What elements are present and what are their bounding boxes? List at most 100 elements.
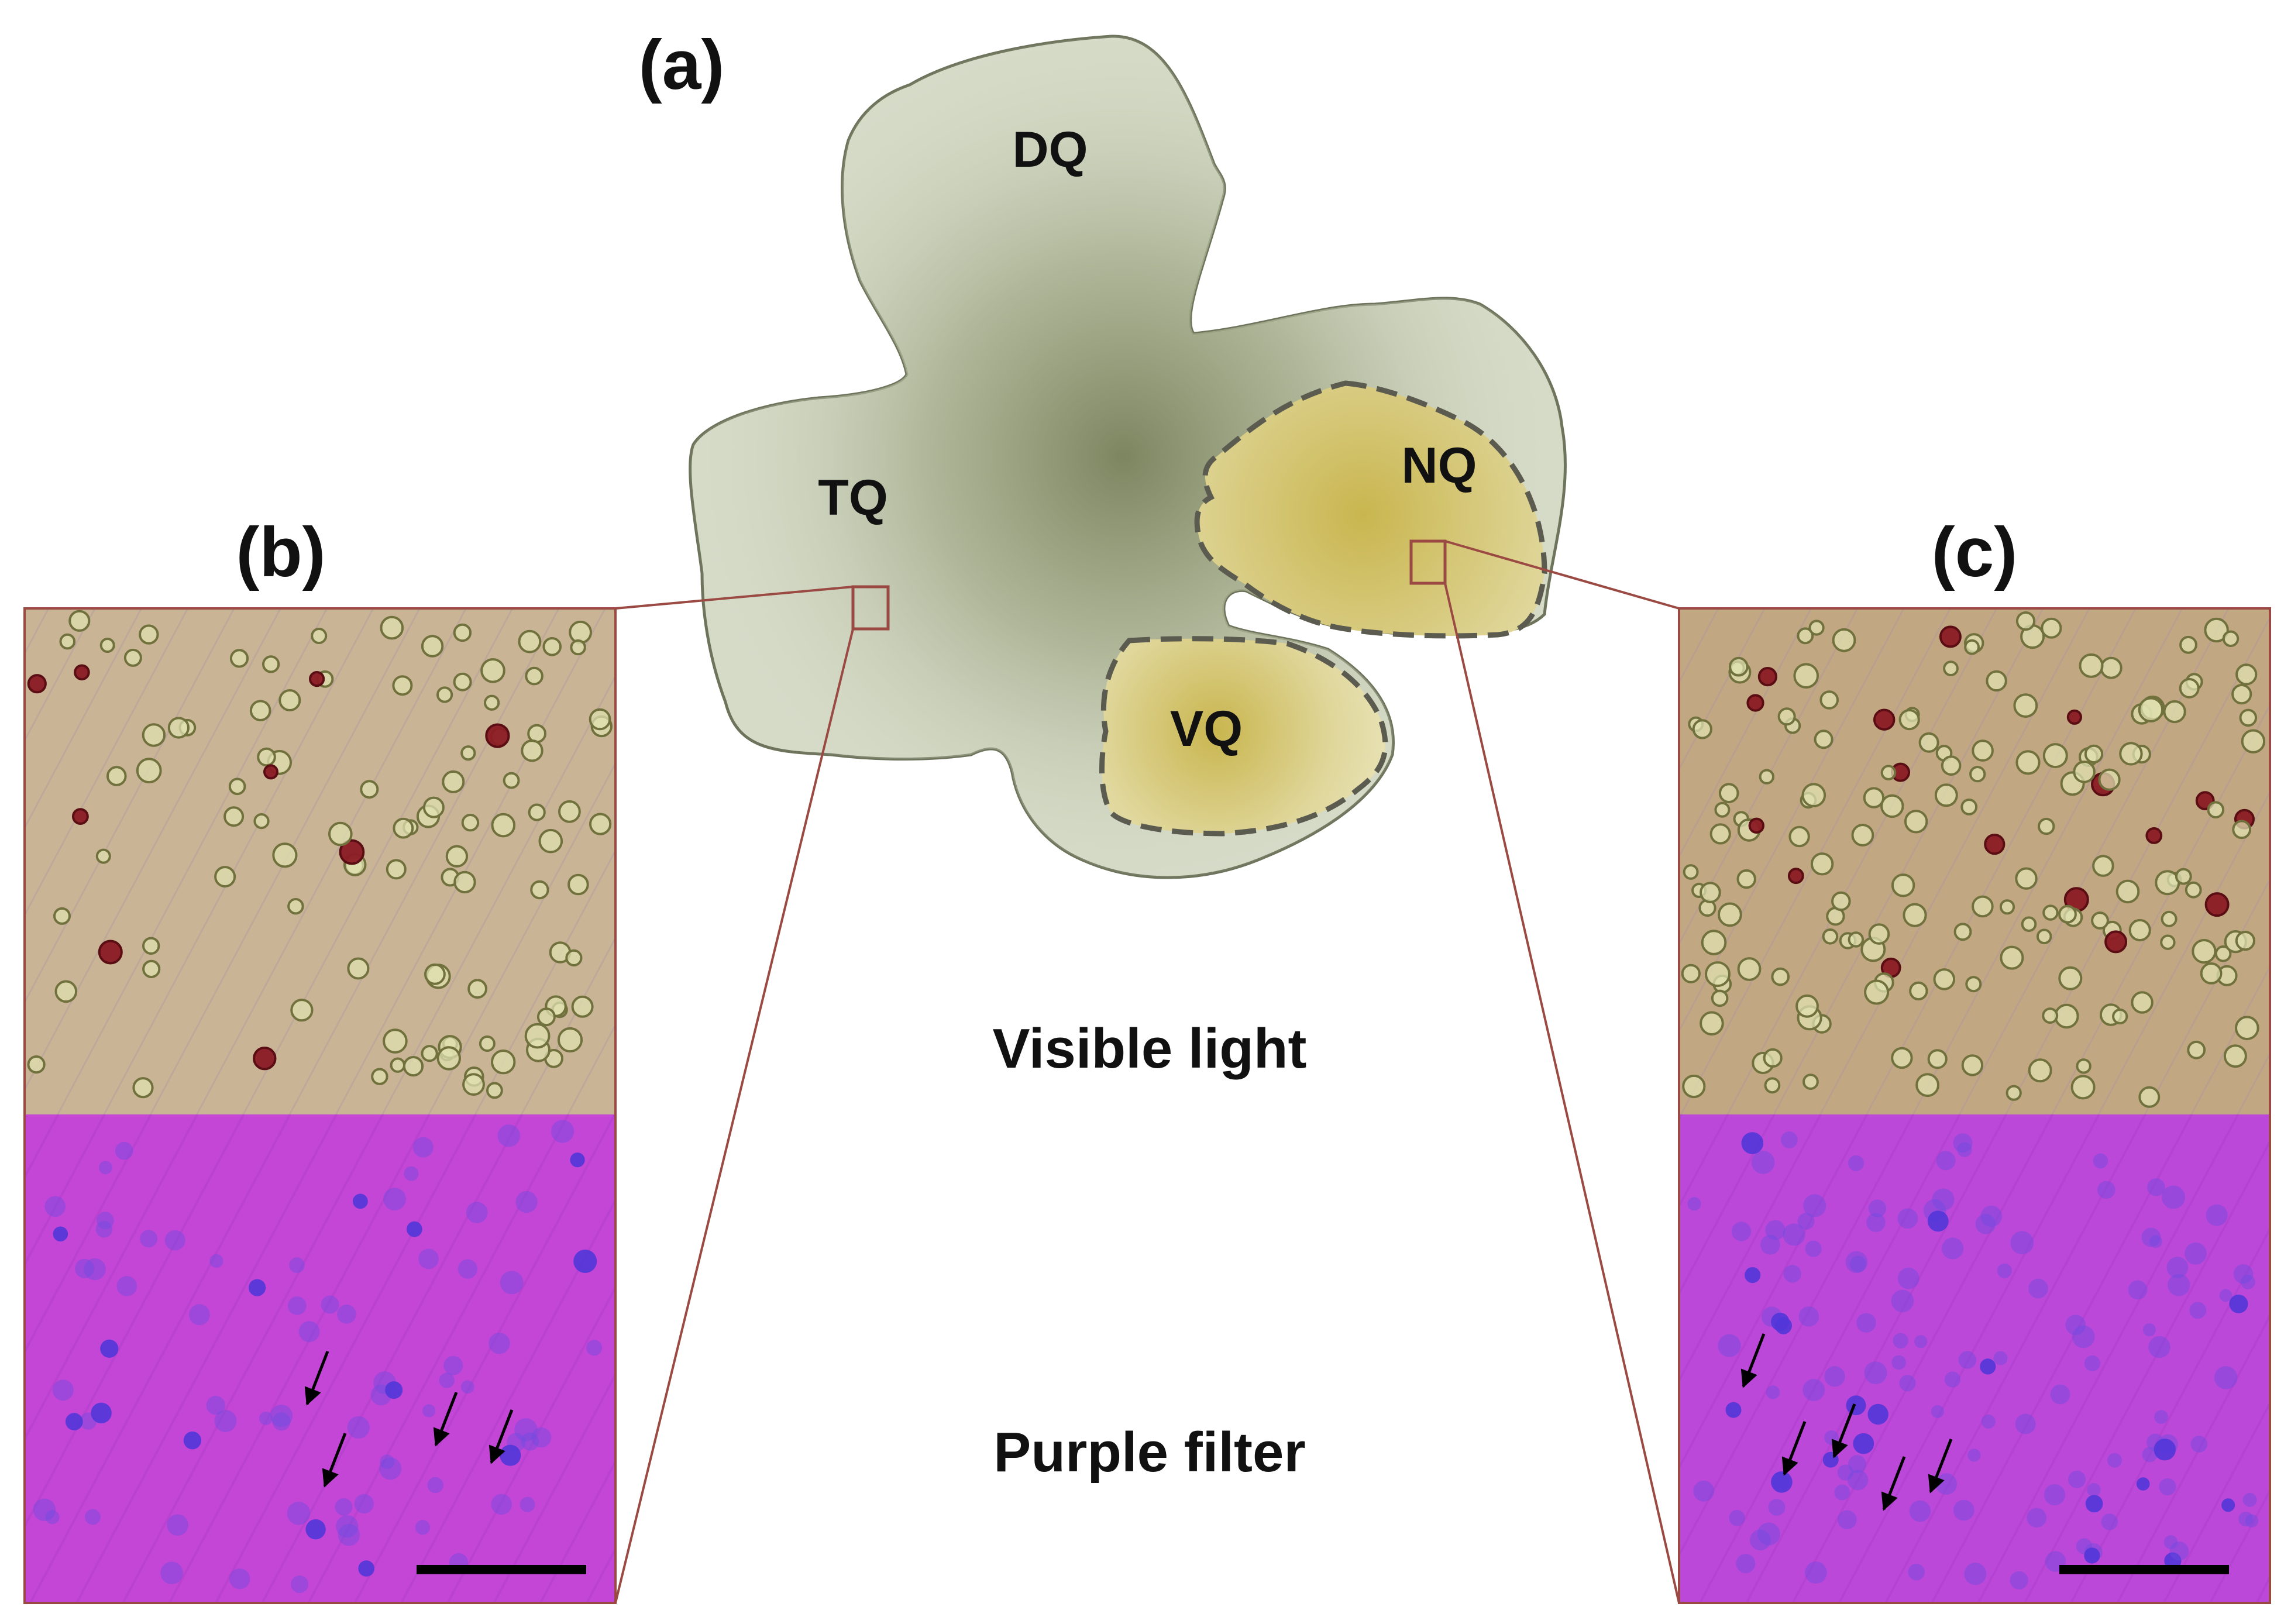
cell: [2166, 1257, 2189, 1279]
zoom-connectors: [614, 540, 1680, 1604]
cell: [53, 1226, 68, 1242]
cell: [1781, 1131, 1798, 1148]
cell: [2223, 1044, 2247, 1068]
micrograph-b-visible-cells: [27, 610, 613, 1099]
arrow: [1928, 1439, 1953, 1494]
cell: [567, 873, 589, 896]
cell: [1745, 1267, 1761, 1284]
cell: [52, 1379, 74, 1401]
cell: [2159, 1478, 2176, 1496]
cell: [1832, 628, 1856, 652]
cell: [1981, 1414, 1996, 1429]
cell: [525, 666, 543, 686]
cell: [531, 1427, 552, 1448]
cell: [2093, 1153, 2108, 1169]
cell: [1898, 709, 1920, 731]
arrow: [489, 1409, 514, 1464]
cell: [1909, 981, 1928, 1001]
nq-sample-box: [1409, 539, 1447, 585]
cell: [288, 1296, 307, 1315]
cell: [424, 963, 446, 985]
cell: [123, 648, 142, 667]
cell: [1931, 1405, 1944, 1418]
cell: [1834, 1484, 1850, 1501]
cell: [2136, 1477, 2150, 1491]
cell: [1718, 1334, 1741, 1357]
cell: [1957, 1142, 1972, 1157]
cell: [2006, 1085, 2022, 1101]
cell: [2100, 656, 2123, 679]
cell: [1965, 976, 1982, 993]
cell: [142, 723, 166, 747]
cell: [336, 1515, 359, 1538]
cell: [354, 1494, 374, 1514]
cell: [1802, 1074, 1819, 1090]
cell: [100, 1339, 119, 1358]
region-label-dq: DQ: [1013, 122, 1088, 178]
cell: [1880, 794, 1904, 818]
connector-c-top: [1444, 540, 1680, 610]
cell: [383, 1028, 408, 1054]
cell: [515, 1191, 538, 1213]
cell: [1909, 1500, 1931, 1522]
cell: [347, 957, 370, 980]
cell: [2128, 918, 2151, 942]
cell: [106, 766, 127, 786]
cell: [1729, 656, 1749, 677]
cell: [1777, 707, 1796, 726]
cell: [570, 1152, 585, 1168]
cell: [371, 1068, 388, 1085]
cell: [2242, 1492, 2257, 1507]
cell: [558, 800, 581, 823]
cell: [1849, 1255, 1866, 1272]
cell: [2042, 1007, 2059, 1024]
cell: [1958, 1351, 1976, 1369]
cell: [1897, 1267, 1920, 1289]
cell: [1868, 1199, 1887, 1217]
cell: [2163, 700, 2186, 724]
cell: [206, 1396, 225, 1415]
cell: [1986, 670, 2007, 692]
cell: [2204, 892, 2230, 917]
cell: [33, 1498, 56, 1522]
cell: [2131, 991, 2154, 1014]
cell: [1746, 694, 1764, 712]
cell: [1741, 1132, 1764, 1154]
cell: [1944, 1371, 1960, 1388]
cell: [1934, 783, 1958, 807]
cell: [1845, 1251, 1868, 1274]
cell: [439, 1372, 455, 1388]
cell: [1984, 834, 2006, 855]
cell: [1891, 873, 1915, 897]
cell: [2013, 693, 2038, 718]
cell: [418, 1248, 439, 1269]
cell: [421, 635, 444, 658]
purple-filter-label: Purple filter: [993, 1421, 1305, 1484]
cell: [1908, 1563, 1925, 1581]
cell: [500, 1444, 521, 1466]
cell: [291, 1575, 309, 1594]
cell: [589, 813, 612, 835]
cell: [436, 686, 453, 703]
cell: [53, 907, 71, 925]
cell: [2042, 904, 2059, 921]
cell: [263, 764, 278, 780]
cell: [287, 898, 304, 915]
cell: [1810, 852, 1834, 876]
cell: [1766, 1385, 1780, 1399]
cell: [460, 1380, 474, 1394]
cell: [1936, 1151, 1956, 1171]
cell: [1837, 1464, 1854, 1481]
cell: [2021, 916, 2037, 932]
cell: [1851, 824, 1874, 847]
cell: [2119, 742, 2143, 766]
cell: [305, 1519, 326, 1540]
cell: [443, 1355, 463, 1375]
cell: [484, 694, 500, 711]
cell: [1693, 1480, 1715, 1502]
cell: [1831, 891, 1851, 911]
cell: [1783, 1223, 1805, 1246]
cell: [485, 723, 510, 748]
cell: [2107, 1453, 2122, 1468]
cell: [1904, 810, 1928, 834]
